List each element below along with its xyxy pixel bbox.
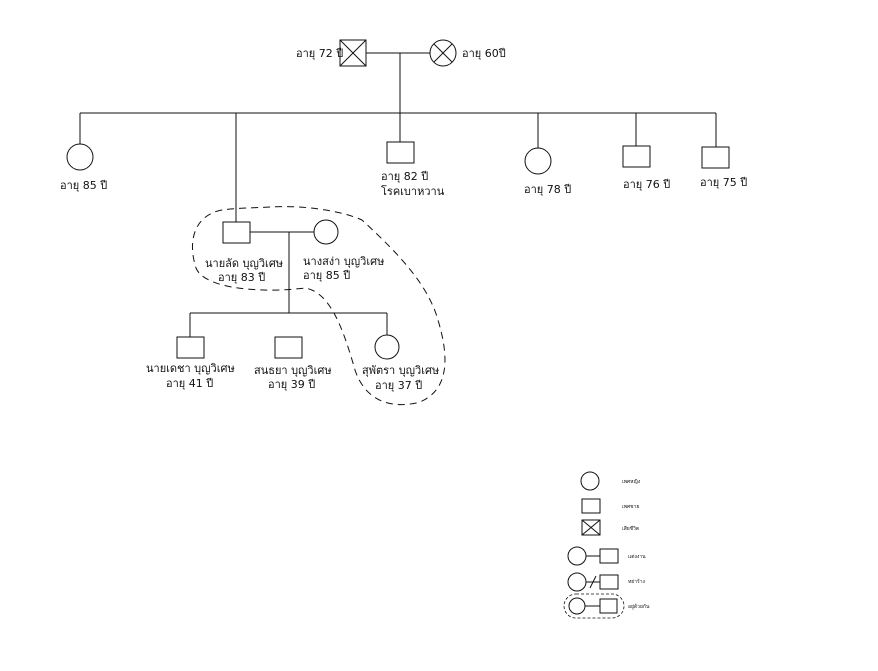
child-3-age: อายุ 37 ปี bbox=[375, 379, 422, 392]
grandmother-deceased-female bbox=[429, 39, 457, 67]
legend: เพศหญิง เพศชาย เสียชีวิต แต่งงาน หย่าร้า… bbox=[563, 471, 650, 619]
sibling-4-male bbox=[622, 145, 651, 168]
grandfather-age: อายุ 72 ปี bbox=[296, 47, 343, 60]
legend-living-together-symbol bbox=[563, 593, 625, 619]
husband-male bbox=[222, 221, 251, 244]
sibling-5-male bbox=[701, 146, 730, 169]
legend-male-label: เพศชาย bbox=[622, 504, 639, 510]
grandfather-deceased-male bbox=[339, 39, 367, 67]
husband-name: นายลัด บุญวิเศษ bbox=[205, 257, 283, 270]
legend-married-symbol bbox=[567, 546, 619, 566]
sibling-5-age: อายุ 75 ปี bbox=[700, 176, 747, 189]
wife-age: อายุ 85 ปี bbox=[303, 269, 350, 282]
household-boundary bbox=[192, 206, 446, 406]
child-2-name: สนธยา บุญวิเศษ bbox=[254, 364, 332, 377]
sibling-2-note: โรคเบาหวาน bbox=[381, 184, 445, 198]
child-1-male bbox=[176, 336, 205, 359]
child-3-female bbox=[374, 334, 400, 360]
legend-deceased-symbol bbox=[581, 519, 601, 536]
sibling-2-male bbox=[386, 141, 415, 164]
legend-male-symbol bbox=[581, 498, 601, 514]
sibling-2-age: อายุ 82 ปี bbox=[381, 170, 428, 183]
sibling-3-age: อายุ 78 ปี bbox=[524, 183, 571, 196]
sibling-3-female bbox=[524, 147, 552, 175]
wife-female bbox=[313, 219, 339, 245]
child-1-age: อายุ 41 ปี bbox=[166, 377, 213, 390]
grandmother-age: อายุ 60ปี bbox=[462, 47, 506, 60]
child-2-age: อายุ 39 ปี bbox=[268, 378, 315, 391]
child-1-name: นายเดชา บุญวิเศษ bbox=[146, 362, 235, 375]
sibling-1-age: อายุ 85 ปี bbox=[60, 179, 107, 192]
legend-female-label: เพศหญิง bbox=[622, 478, 641, 485]
legend-married-label: แต่งงาน bbox=[628, 554, 646, 560]
wife-name: นางสง่า บุญวิเศษ bbox=[303, 255, 384, 268]
legend-divorced-symbol bbox=[567, 572, 619, 592]
legend-deceased-label: เสียชีวิต bbox=[622, 525, 639, 532]
sibling-1-female bbox=[66, 143, 94, 171]
child-2-male bbox=[274, 336, 303, 359]
sibling-4-age: อายุ 76 ปี bbox=[623, 178, 670, 191]
husband-age: อายุ 83 ปี bbox=[218, 271, 265, 284]
legend-living-together-label: อยู่ด้วยกัน bbox=[628, 603, 650, 610]
child-3-name: สุพัตรา บุญวิเศษ bbox=[362, 364, 439, 377]
legend-female-symbol bbox=[580, 471, 600, 491]
legend-divorced-label: หย่าร้าง bbox=[628, 578, 646, 585]
